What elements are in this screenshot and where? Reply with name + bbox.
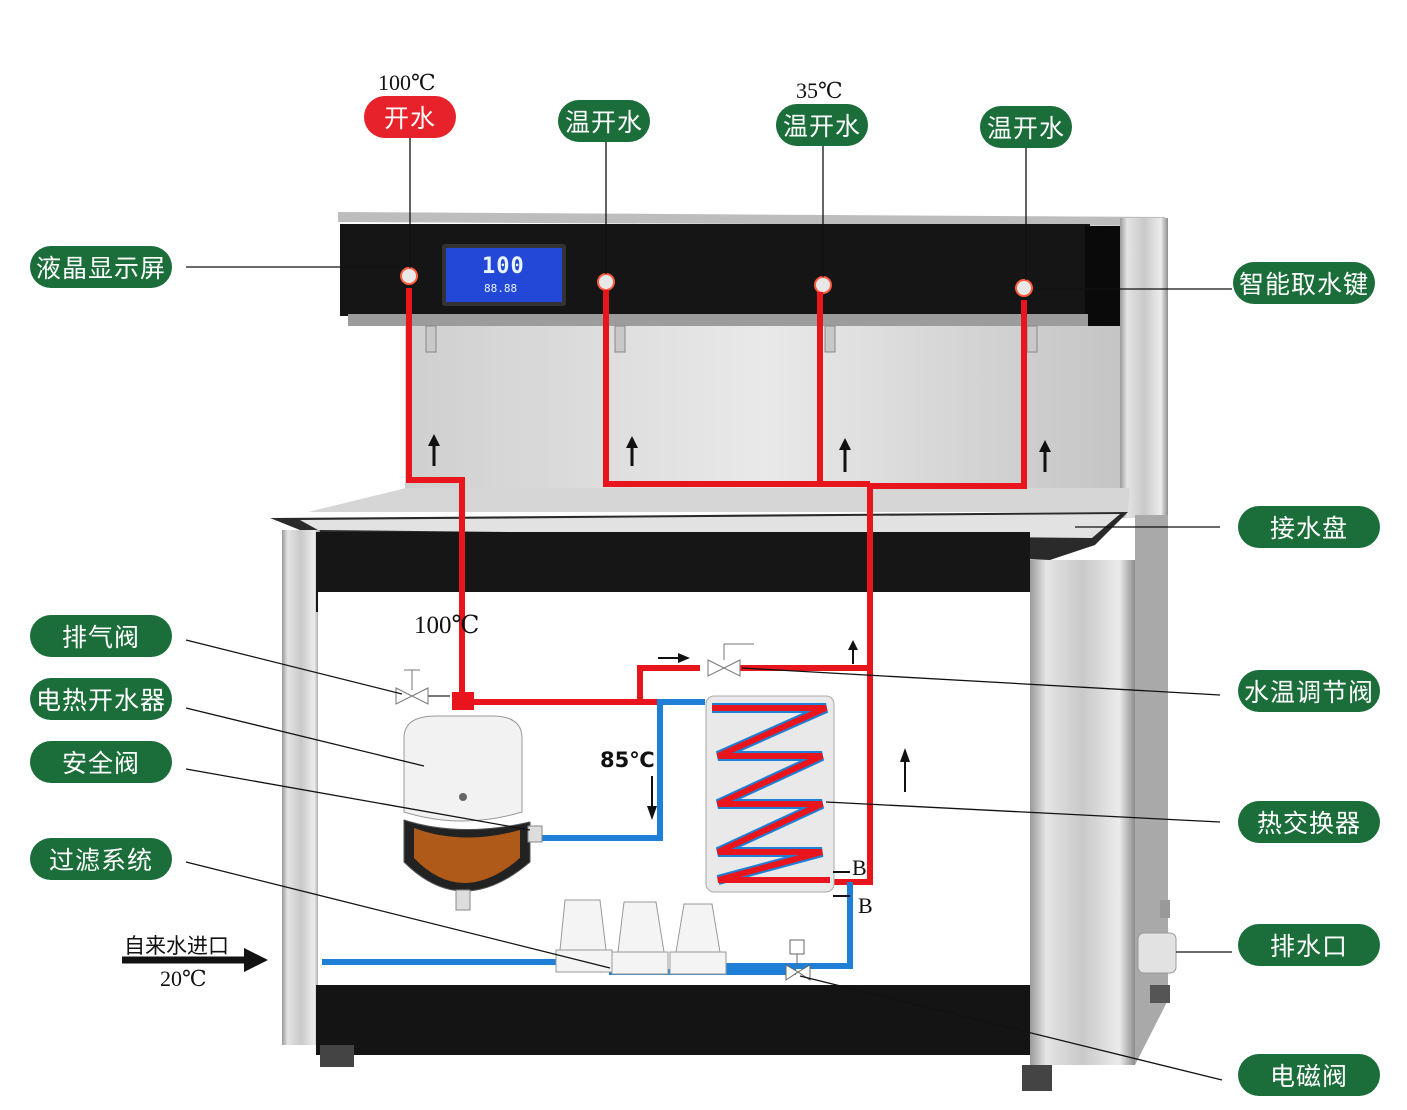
temp-exchange: 85℃ xyxy=(600,748,655,772)
pill-boiling: 开水 xyxy=(364,96,456,138)
lcd-screen: 100 88.88 xyxy=(442,244,566,306)
solenoid-valve xyxy=(785,964,799,981)
pill-warm-3: 温开水 xyxy=(980,106,1072,148)
temp-top-warm: 35℃ xyxy=(796,78,843,103)
key-3 xyxy=(814,276,832,294)
safety-valve xyxy=(527,825,543,843)
exchanger-mark-b1: B xyxy=(852,855,867,880)
hood-top xyxy=(338,212,1165,226)
key-1 xyxy=(400,267,418,285)
tee-fitting xyxy=(452,692,474,710)
temp-top-boil: 100℃ xyxy=(378,70,436,95)
pill-vent-valve: 排气阀 xyxy=(30,615,172,657)
vent-valve xyxy=(395,687,414,705)
tap-2 xyxy=(614,325,626,353)
pill-safety-valve: 安全阀 xyxy=(30,741,172,783)
pill-heater: 电热开水器 xyxy=(30,678,172,720)
lcd-temperature: 100 xyxy=(482,254,525,279)
side-column xyxy=(1120,218,1168,518)
leader-lines xyxy=(185,138,1232,1081)
pill-warm-1: 温开水 xyxy=(558,100,650,142)
drain-outlet xyxy=(1137,932,1177,974)
key-2 xyxy=(597,273,615,291)
cabinet-base xyxy=(316,985,1030,1055)
cabinet-right xyxy=(1030,560,1135,1065)
temp-heater-out: 100℃ xyxy=(414,612,480,639)
flow-arrows xyxy=(122,434,1051,972)
temp-inlet: 20℃ xyxy=(160,966,207,991)
exchanger-mark-b2: B xyxy=(858,893,873,918)
pill-exchanger: 热交换器 xyxy=(1238,801,1380,843)
hood-bottom xyxy=(348,314,1088,326)
hot-pipes xyxy=(406,288,1027,885)
foot-right xyxy=(1022,1065,1052,1091)
tray-basin xyxy=(308,488,1130,512)
lcd-subvalue: 88.88 xyxy=(484,282,518,295)
pill-solenoid: 电磁阀 xyxy=(1238,1054,1380,1096)
back-panel xyxy=(405,326,1125,496)
pill-filter: 过滤系统 xyxy=(30,838,172,880)
pill-drain: 排水口 xyxy=(1238,924,1380,966)
filter-cartridges xyxy=(555,899,727,975)
inlet-label: 自来水进口 xyxy=(124,934,229,958)
key-4 xyxy=(1015,279,1033,297)
heater-tank xyxy=(403,715,523,822)
tap-3 xyxy=(824,325,836,353)
exchanger-coil-red xyxy=(712,705,830,883)
pill-tray: 接水盘 xyxy=(1238,506,1380,548)
pill-warm-2: 温开水 xyxy=(776,104,868,146)
pill-key: 智能取水键 xyxy=(1233,262,1375,304)
pill-lcd: 液晶显示屏 xyxy=(30,246,172,288)
foot-left xyxy=(320,1045,354,1067)
pill-temp-valve: 水温调节阀 xyxy=(1238,670,1380,712)
tap-4 xyxy=(1026,325,1038,353)
temp-valve xyxy=(707,659,726,677)
tap-1 xyxy=(425,325,437,353)
